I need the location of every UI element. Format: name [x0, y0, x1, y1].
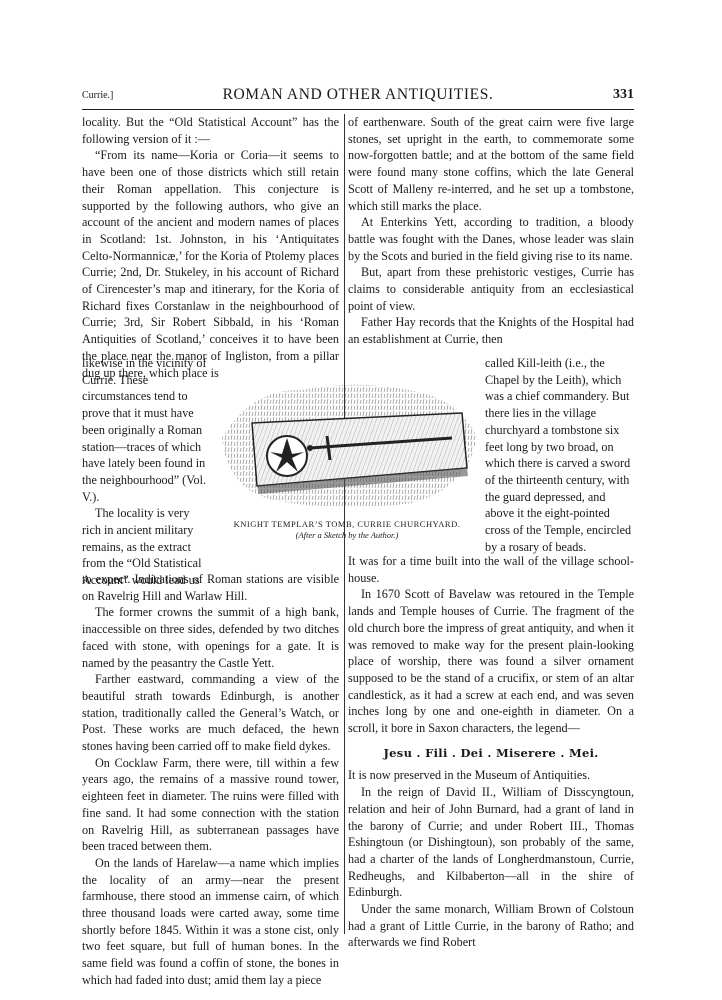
paragraph: The locality is very rich in ancient mil… — [82, 506, 202, 588]
right-column-upper: of earthenware. South of the great cairn… — [348, 114, 634, 348]
paragraph: likewise in the vicinity of Currie. Thes… — [82, 356, 207, 504]
paragraph: In 1670 Scott of Bavelaw was retoured in… — [348, 587, 634, 736]
paragraph: “From its name—Koria or Coria—it seems t… — [82, 148, 339, 380]
paragraph: called Kill-leith (i.e., the Chapel by t… — [485, 356, 632, 554]
section-marker: Currie.] — [82, 90, 114, 101]
paragraph: Under the same monarch, William Brown of… — [348, 902, 634, 950]
paragraph: locality. But the “Old Statistical Accou… — [82, 115, 339, 146]
right-narrow-text: called Kill-leith (i.e., the Chapel by t… — [485, 355, 634, 555]
tomb-illustration — [212, 368, 482, 518]
paragraph: of earthenware. South of the great cairn… — [348, 115, 634, 213]
running-header: Currie.] ROMAN AND OTHER ANTIQUITIES. 33… — [82, 86, 634, 106]
paragraph: At Enterkins Yett, according to traditio… — [348, 215, 634, 263]
left-narrow-text: likewise in the vicinity of Currie. Thes… — [82, 355, 208, 589]
page-number: 331 — [613, 87, 634, 102]
page-title: ROMAN AND OTHER ANTIQUITIES. — [222, 86, 494, 103]
right-column-lower: It was for a time built into the wall of… — [348, 553, 634, 951]
header-rule — [82, 109, 634, 110]
paragraph: Father Hay records that the Knights of t… — [348, 315, 634, 347]
paragraph: On the lands of Harelaw—a name which imp… — [82, 855, 339, 987]
caption-title: KNIGHT TEMPLAR’S TOMB, CURRIE CHURCHYARD… — [233, 519, 461, 529]
paragraph: The former crowns the summit of a high b… — [82, 605, 339, 670]
paragraph: It was for a time built into the wall of… — [348, 554, 634, 585]
left-column-upper: locality. But the “Old Statistical Accou… — [82, 114, 339, 381]
left-column-lower: to expect. Indications of Roman stations… — [82, 571, 339, 989]
blackletter-legend: Jesu . Fili . Dei . Miserere . Mei. — [383, 745, 599, 760]
paragraph: In the reign of David II., William of Di… — [348, 785, 634, 900]
paragraph: On Cocklaw Farm, there were, till within… — [82, 755, 339, 854]
caption-credit: (After a Sketch by the Author.) — [295, 530, 399, 540]
figure-caption: KNIGHT TEMPLAR’S TOMB, CURRIE CHURCHYARD… — [212, 519, 482, 540]
paragraph: Farther eastward, commanding a view of t… — [82, 672, 339, 754]
column-divider — [344, 114, 345, 934]
paragraph: But, apart from these prehistoric vestig… — [348, 265, 634, 313]
paragraph: It is now preserved in the Museum of Ant… — [348, 768, 591, 783]
paragraph: to expect. Indications of Roman stations… — [82, 572, 339, 603]
tomb-engraving-image — [222, 384, 477, 508]
